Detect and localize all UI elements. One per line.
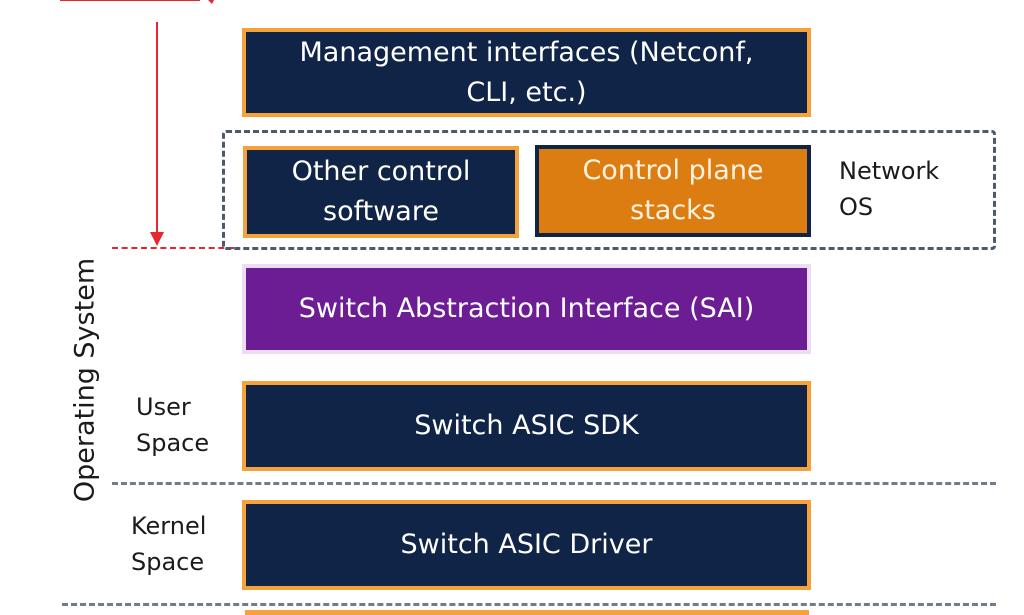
operating-system-label: Operating System	[69, 257, 101, 503]
network-os-container	[222, 130, 996, 250]
user-space-label: User Space	[136, 393, 210, 457]
kernel-space-label: Kernel Space	[131, 512, 207, 576]
switch-asic-sdk-box: Switch ASIC SDK	[242, 381, 811, 471]
user-kernel-separator	[112, 482, 996, 485]
management-interfaces-box: Management interfaces (Netconf, CLI, etc…	[242, 28, 811, 117]
network-os-label: Network OS	[839, 157, 940, 221]
control-plane-stacks-box: Control plane stacks	[535, 145, 811, 237]
other-control-software-box: Other control software	[243, 146, 519, 238]
red-dashed-separator	[112, 247, 234, 249]
sai-box: Switch Abstraction Interface (SAI)	[242, 264, 811, 354]
cropped-bottom-box	[245, 610, 809, 615]
switch-asic-driver-box: Switch ASIC Driver	[242, 500, 811, 590]
bottom-separator	[62, 603, 996, 606]
